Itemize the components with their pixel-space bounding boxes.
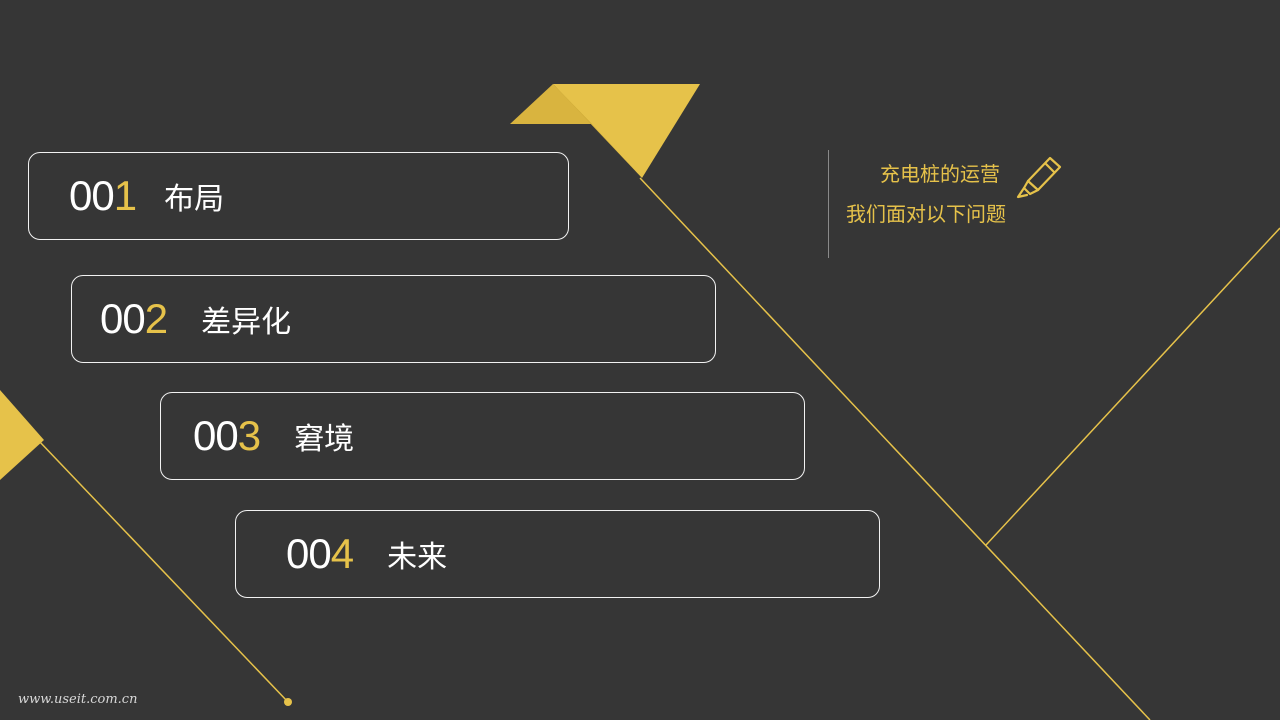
item-number: 003 — [193, 412, 261, 459]
item-label: 布局 — [164, 182, 225, 217]
yellow-triangle-left — [0, 390, 44, 480]
note-line-2: 我们面对以下问题 — [846, 202, 1006, 226]
yellow-triangle-fold — [510, 84, 592, 124]
item-number: 001 — [69, 172, 137, 219]
item-label: 未来 — [387, 540, 448, 575]
agenda-item-4: 004 未来 — [235, 510, 880, 598]
item-label: 窘境 — [294, 422, 355, 457]
highlighter-pen-icon — [1016, 156, 1062, 199]
divider — [828, 150, 829, 258]
diagonal-line — [639, 177, 1151, 720]
note-line-1: 充电桩的运营 — [880, 162, 1000, 186]
triangle-shadow — [553, 84, 642, 178]
agenda-item-2: 002 差异化 — [71, 275, 716, 363]
agenda-item-1: 001 布局 — [28, 152, 569, 240]
line-end-dot — [284, 698, 292, 706]
footer-url: www.useit.com.cn — [18, 692, 138, 707]
diagonal-line — [37, 439, 289, 703]
intro-note: 充电桩的运营 我们面对以下问题 — [846, 154, 1006, 234]
item-label: 差异化 — [201, 305, 292, 340]
yellow-triangle — [553, 84, 700, 178]
diagonal-line — [985, 227, 1280, 546]
agenda-item-3: 003 窘境 — [160, 392, 805, 480]
item-number: 004 — [286, 530, 354, 577]
item-number: 002 — [100, 295, 168, 342]
